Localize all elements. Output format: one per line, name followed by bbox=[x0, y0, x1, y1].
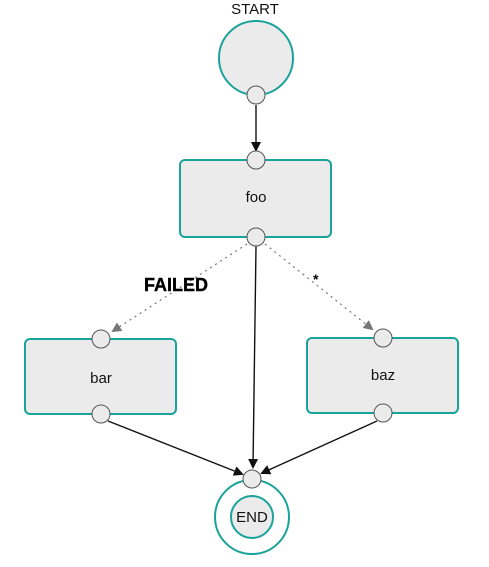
node-bar[interactable]: bar bbox=[24, 329, 177, 424]
node-baz[interactable]: baz bbox=[306, 328, 459, 423]
edge-foo-to-baz bbox=[264, 243, 374, 331]
node-baz-input-port[interactable] bbox=[373, 328, 393, 348]
start-output-port[interactable] bbox=[246, 85, 266, 105]
node-foo-label: foo bbox=[246, 189, 267, 206]
edge-foo-to-bar bbox=[111, 243, 248, 333]
start-node[interactable]: START bbox=[218, 1, 294, 105]
node-baz-output-port[interactable] bbox=[373, 403, 393, 423]
node-baz-label: baz bbox=[371, 367, 395, 384]
end-node[interactable]: END bbox=[214, 469, 290, 555]
end-inner-circle bbox=[230, 495, 274, 539]
node-bar-input-port[interactable] bbox=[91, 329, 111, 349]
edge-label-failed: FAILED bbox=[144, 275, 208, 295]
end-label: END bbox=[236, 509, 268, 526]
node-foo-input-port[interactable] bbox=[246, 150, 266, 170]
edges bbox=[107, 105, 378, 476]
node-foo-output-port[interactable] bbox=[246, 227, 266, 247]
start-label: START bbox=[231, 1, 279, 18]
node-bar-output-port[interactable] bbox=[91, 404, 111, 424]
node-bar-label: bar bbox=[90, 370, 112, 387]
edge-baz-to-end bbox=[260, 420, 378, 475]
start-circle bbox=[218, 20, 294, 96]
node-foo[interactable]: foo bbox=[179, 150, 332, 247]
edge-bar-to-end bbox=[107, 420, 244, 476]
edge-foo-to-end bbox=[248, 245, 259, 469]
end-input-port[interactable] bbox=[242, 469, 262, 489]
edge-label-wildcard: * bbox=[313, 271, 319, 287]
